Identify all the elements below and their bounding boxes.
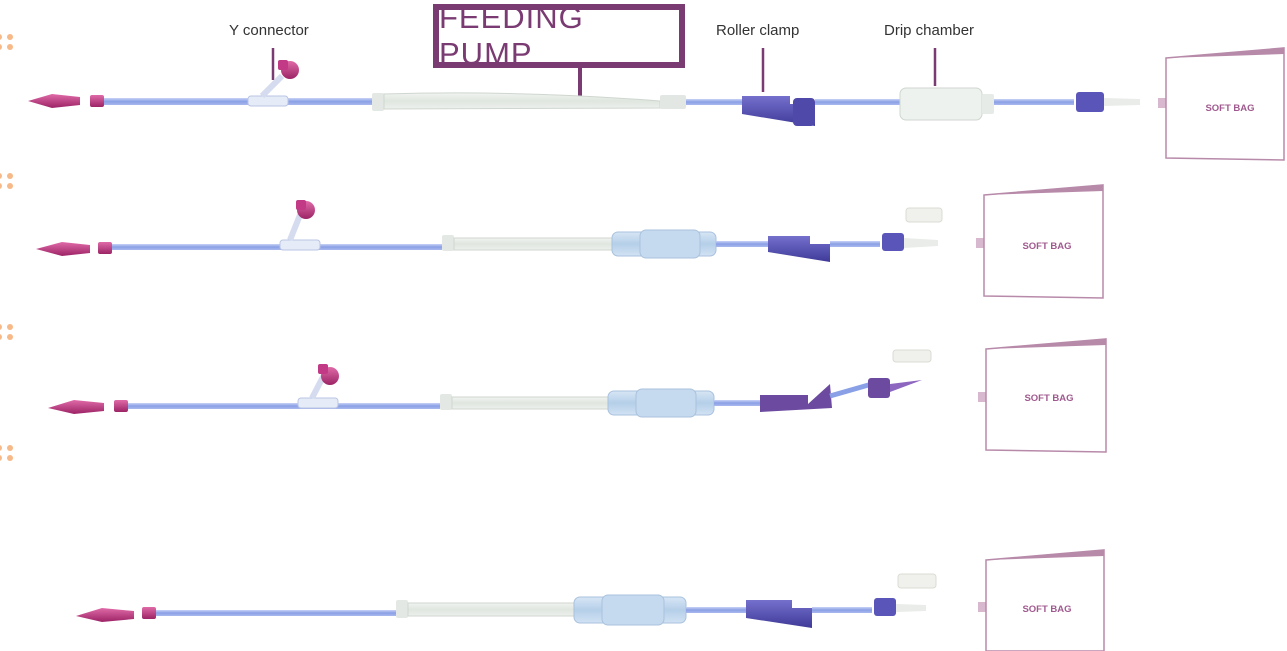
drip-chamber-icon	[608, 389, 714, 417]
soft-bag-label: SOFT BAG	[1024, 393, 1073, 404]
soft-bag-icon: SOFT BAG	[978, 550, 1104, 651]
y-connector-icon	[280, 200, 320, 250]
drip-chamber-icon	[612, 230, 716, 258]
feeding-set-2	[36, 200, 942, 262]
soft-bag-icon: SOFT BAG	[976, 185, 1103, 298]
enteral-connector-icon	[142, 607, 156, 619]
roller-clamp-icon	[742, 96, 815, 126]
feeding-set-4	[76, 574, 936, 628]
enteral-connector-icon	[90, 95, 104, 107]
roller-clamp-icon	[746, 600, 812, 628]
soft-bag-icon: SOFT BAG	[978, 339, 1106, 452]
enteral-connector-icon	[36, 242, 90, 256]
enteral-connector-icon	[98, 242, 112, 254]
roller-clamp-icon	[768, 236, 830, 262]
y-connector-icon	[298, 364, 339, 408]
soft-bag-label: SOFT BAG	[1022, 241, 1071, 252]
enteral-connector-icon	[114, 400, 128, 412]
drip-chamber-icon	[900, 88, 994, 120]
feeding-set-3	[48, 350, 931, 417]
drip-chamber-icon	[574, 595, 686, 625]
soft-bag-label: SOFT BAG	[1022, 604, 1071, 615]
enteral-connector-icon	[76, 608, 134, 622]
soft-bag-label: SOFT BAG	[1205, 103, 1254, 114]
soft-bag-icon: SOFT BAG	[1158, 48, 1284, 160]
enteral-connector-icon	[48, 400, 104, 414]
roller-clamp-icon	[760, 384, 832, 412]
enteral-connector-icon	[28, 94, 80, 108]
spike-connector-icon	[868, 378, 922, 398]
feeding-set-1	[28, 60, 1140, 126]
